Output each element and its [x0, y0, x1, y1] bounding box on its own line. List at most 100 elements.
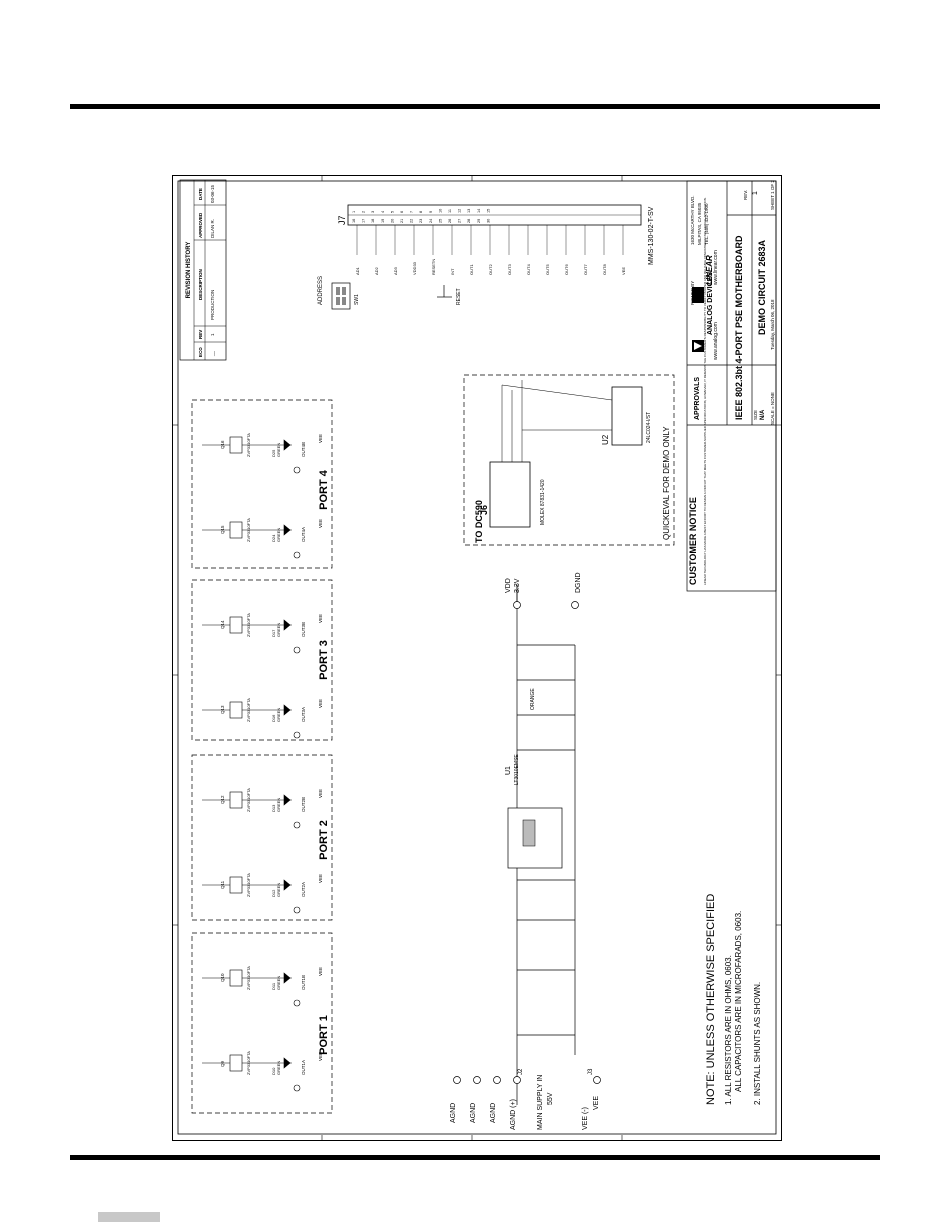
notes: NOTE: UNLESS OTHERWISE SPECIFIED 1. ALL … — [705, 894, 762, 1105]
j7-ref: J7 — [337, 215, 347, 225]
port-output-label: OUT4B — [301, 442, 306, 457]
j7-pin-number: 22 — [410, 219, 414, 223]
rev-header-approved: APPROVED — [198, 212, 203, 238]
quickeval-label: QUICKEVAL FOR DEMO ONLY — [662, 426, 671, 540]
j6-label: J6 — [479, 505, 489, 515]
j7-pin-number: 23 — [419, 219, 423, 223]
led-color: GREEN — [276, 798, 281, 812]
port-channel — [202, 876, 301, 914]
u1-part: LT3010EMSE — [514, 754, 520, 785]
mosfet-part: ZVP3310FTA — [246, 966, 251, 990]
brand-lt: LINEAR — [705, 255, 714, 285]
j7-pin-number: 9 — [429, 211, 433, 213]
j7-signal-label: OUT2 — [488, 264, 493, 275]
j7-signal-label: VDD33 — [412, 261, 417, 275]
rev-cell-rev: 1 — [210, 333, 215, 336]
port-vee-label: VEE — [318, 434, 323, 443]
title-block — [686, 180, 777, 592]
j7-signal-label: OUT1 — [469, 264, 474, 275]
notes-line-1b: ALL CAPACITORS ARE IN MICROFARADS, 0603. — [734, 911, 743, 1092]
port-vee-label: VEE — [318, 519, 323, 528]
port-output-label: OUT3A — [301, 707, 306, 722]
port-channel — [202, 436, 301, 474]
main-supply-label: MAIN SUPPLY IN — [537, 1075, 544, 1130]
port-vee-label: VEE — [318, 1052, 323, 1061]
mosfet-ref: Q14 — [220, 620, 225, 629]
led-color: GREEN — [276, 528, 281, 542]
board-title: IEEE 802.3bt 4-PORT PSE MOTHERBOARD — [734, 235, 744, 420]
port-vee-label: VEE — [318, 699, 323, 708]
to-dc590-label: TO DC590 — [474, 500, 484, 543]
vdd-label: VDD — [505, 578, 512, 593]
main-supply-voltage: 55V — [547, 1092, 554, 1105]
port-output-label: OUT3B — [301, 622, 306, 637]
j7-pin-number: 12 — [458, 209, 462, 213]
j7-signal-label: INT — [450, 268, 455, 275]
power-supply-section — [453, 585, 601, 1105]
j7-signal-label: OUT7 — [583, 264, 588, 275]
j7-signal-label: OUT4 — [526, 264, 531, 275]
j7-connector — [347, 204, 642, 226]
led-ref: D17 — [271, 629, 276, 637]
company-phone: TEL: (408) 432-1900 — [704, 203, 709, 245]
led-ref: D10 — [271, 1067, 276, 1075]
scale-label: SCALE = NONE — [770, 392, 775, 425]
port-channel — [202, 791, 301, 829]
molex-part: MOLEX 87831-1420 — [540, 479, 546, 525]
j7-pin-number: 19 — [381, 219, 385, 223]
notes-heading: NOTE: UNLESS OTHERWISE SPECIFIED — [705, 894, 717, 1105]
notes-line-1a: 1. ALL RESISTORS ARE IN OHMS, 0603. — [724, 955, 733, 1105]
j7-pin-number: 3 — [371, 211, 375, 213]
j7-signal-label: AD3 — [393, 266, 398, 275]
j7-pin-number: 8 — [419, 211, 423, 213]
j7-signal-label: AD2 — [374, 266, 379, 275]
j7-part: MMS-130-02-T-SV — [648, 206, 655, 265]
j2-label: J2 — [518, 1068, 524, 1075]
j7-signal-label: OUT6 — [564, 264, 569, 275]
led-ref: D24 — [271, 534, 276, 542]
u2-label: U2 — [601, 434, 610, 445]
brand-adi: ANALOG DEVICES — [707, 272, 714, 335]
quickeval-section — [463, 374, 675, 546]
led-color: GREEN — [276, 883, 281, 897]
led-color: GREEN — [276, 1061, 281, 1075]
agnd-plus-label: AGND (+) — [510, 1099, 517, 1130]
port-output-label: OUT1B — [301, 975, 306, 990]
port-vee-label: VEE — [318, 874, 323, 883]
led-color: GREEN — [276, 708, 281, 722]
rev-header-date: DATE — [198, 188, 203, 200]
header-rule — [70, 104, 880, 109]
port-label-1: PORT 1 — [318, 1015, 330, 1055]
sheet-date: Tuesday, March 06, 2018 — [770, 299, 775, 350]
logo-lt — [692, 287, 704, 303]
led-color: GREEN — [276, 623, 281, 637]
j7-signal-label: AD1 — [355, 266, 360, 275]
led-color: GREEN — [276, 443, 281, 457]
led-ref: D16 — [271, 714, 276, 722]
port-channel — [202, 521, 301, 559]
j7-pin-number: 27 — [458, 219, 462, 223]
rev-header-description: DESCRIPTION — [198, 269, 203, 300]
mosfet-part: ZVP3310FTA — [246, 433, 251, 457]
j3-label: J3 — [588, 1068, 594, 1075]
revision-history-title: REVISION HISTORY — [186, 242, 192, 299]
led-ref: D11 — [271, 982, 276, 990]
port-label-3: PORT 3 — [318, 640, 330, 680]
size-label: SIZE — [753, 410, 758, 420]
j7-signal-label: OUT5 — [545, 264, 550, 275]
revision-history: REVISION HISTORY ECO REV DESCRIPTION APP… — [179, 179, 227, 361]
j7-pin-number: 25 — [438, 219, 442, 223]
mosfet-part: ZVP3310FTA — [246, 1051, 251, 1075]
demo-circuit: DEMO CIRCUIT 2683A — [757, 239, 767, 335]
vee-supply-label: VEE — [593, 1096, 600, 1110]
footer-rule — [70, 1155, 880, 1160]
agnd-label-3: AGND — [490, 1103, 497, 1123]
approvals-label: APPROVALS — [694, 377, 701, 420]
company-web: www.analog.com — [713, 322, 719, 360]
size-value: N/A — [760, 409, 766, 420]
j7-pin-number: 1 — [352, 211, 356, 213]
u2-part: 24LC024-I/ST — [646, 412, 652, 443]
mosfet-ref: Q12 — [220, 795, 225, 804]
led-ref: D25 — [271, 449, 276, 457]
